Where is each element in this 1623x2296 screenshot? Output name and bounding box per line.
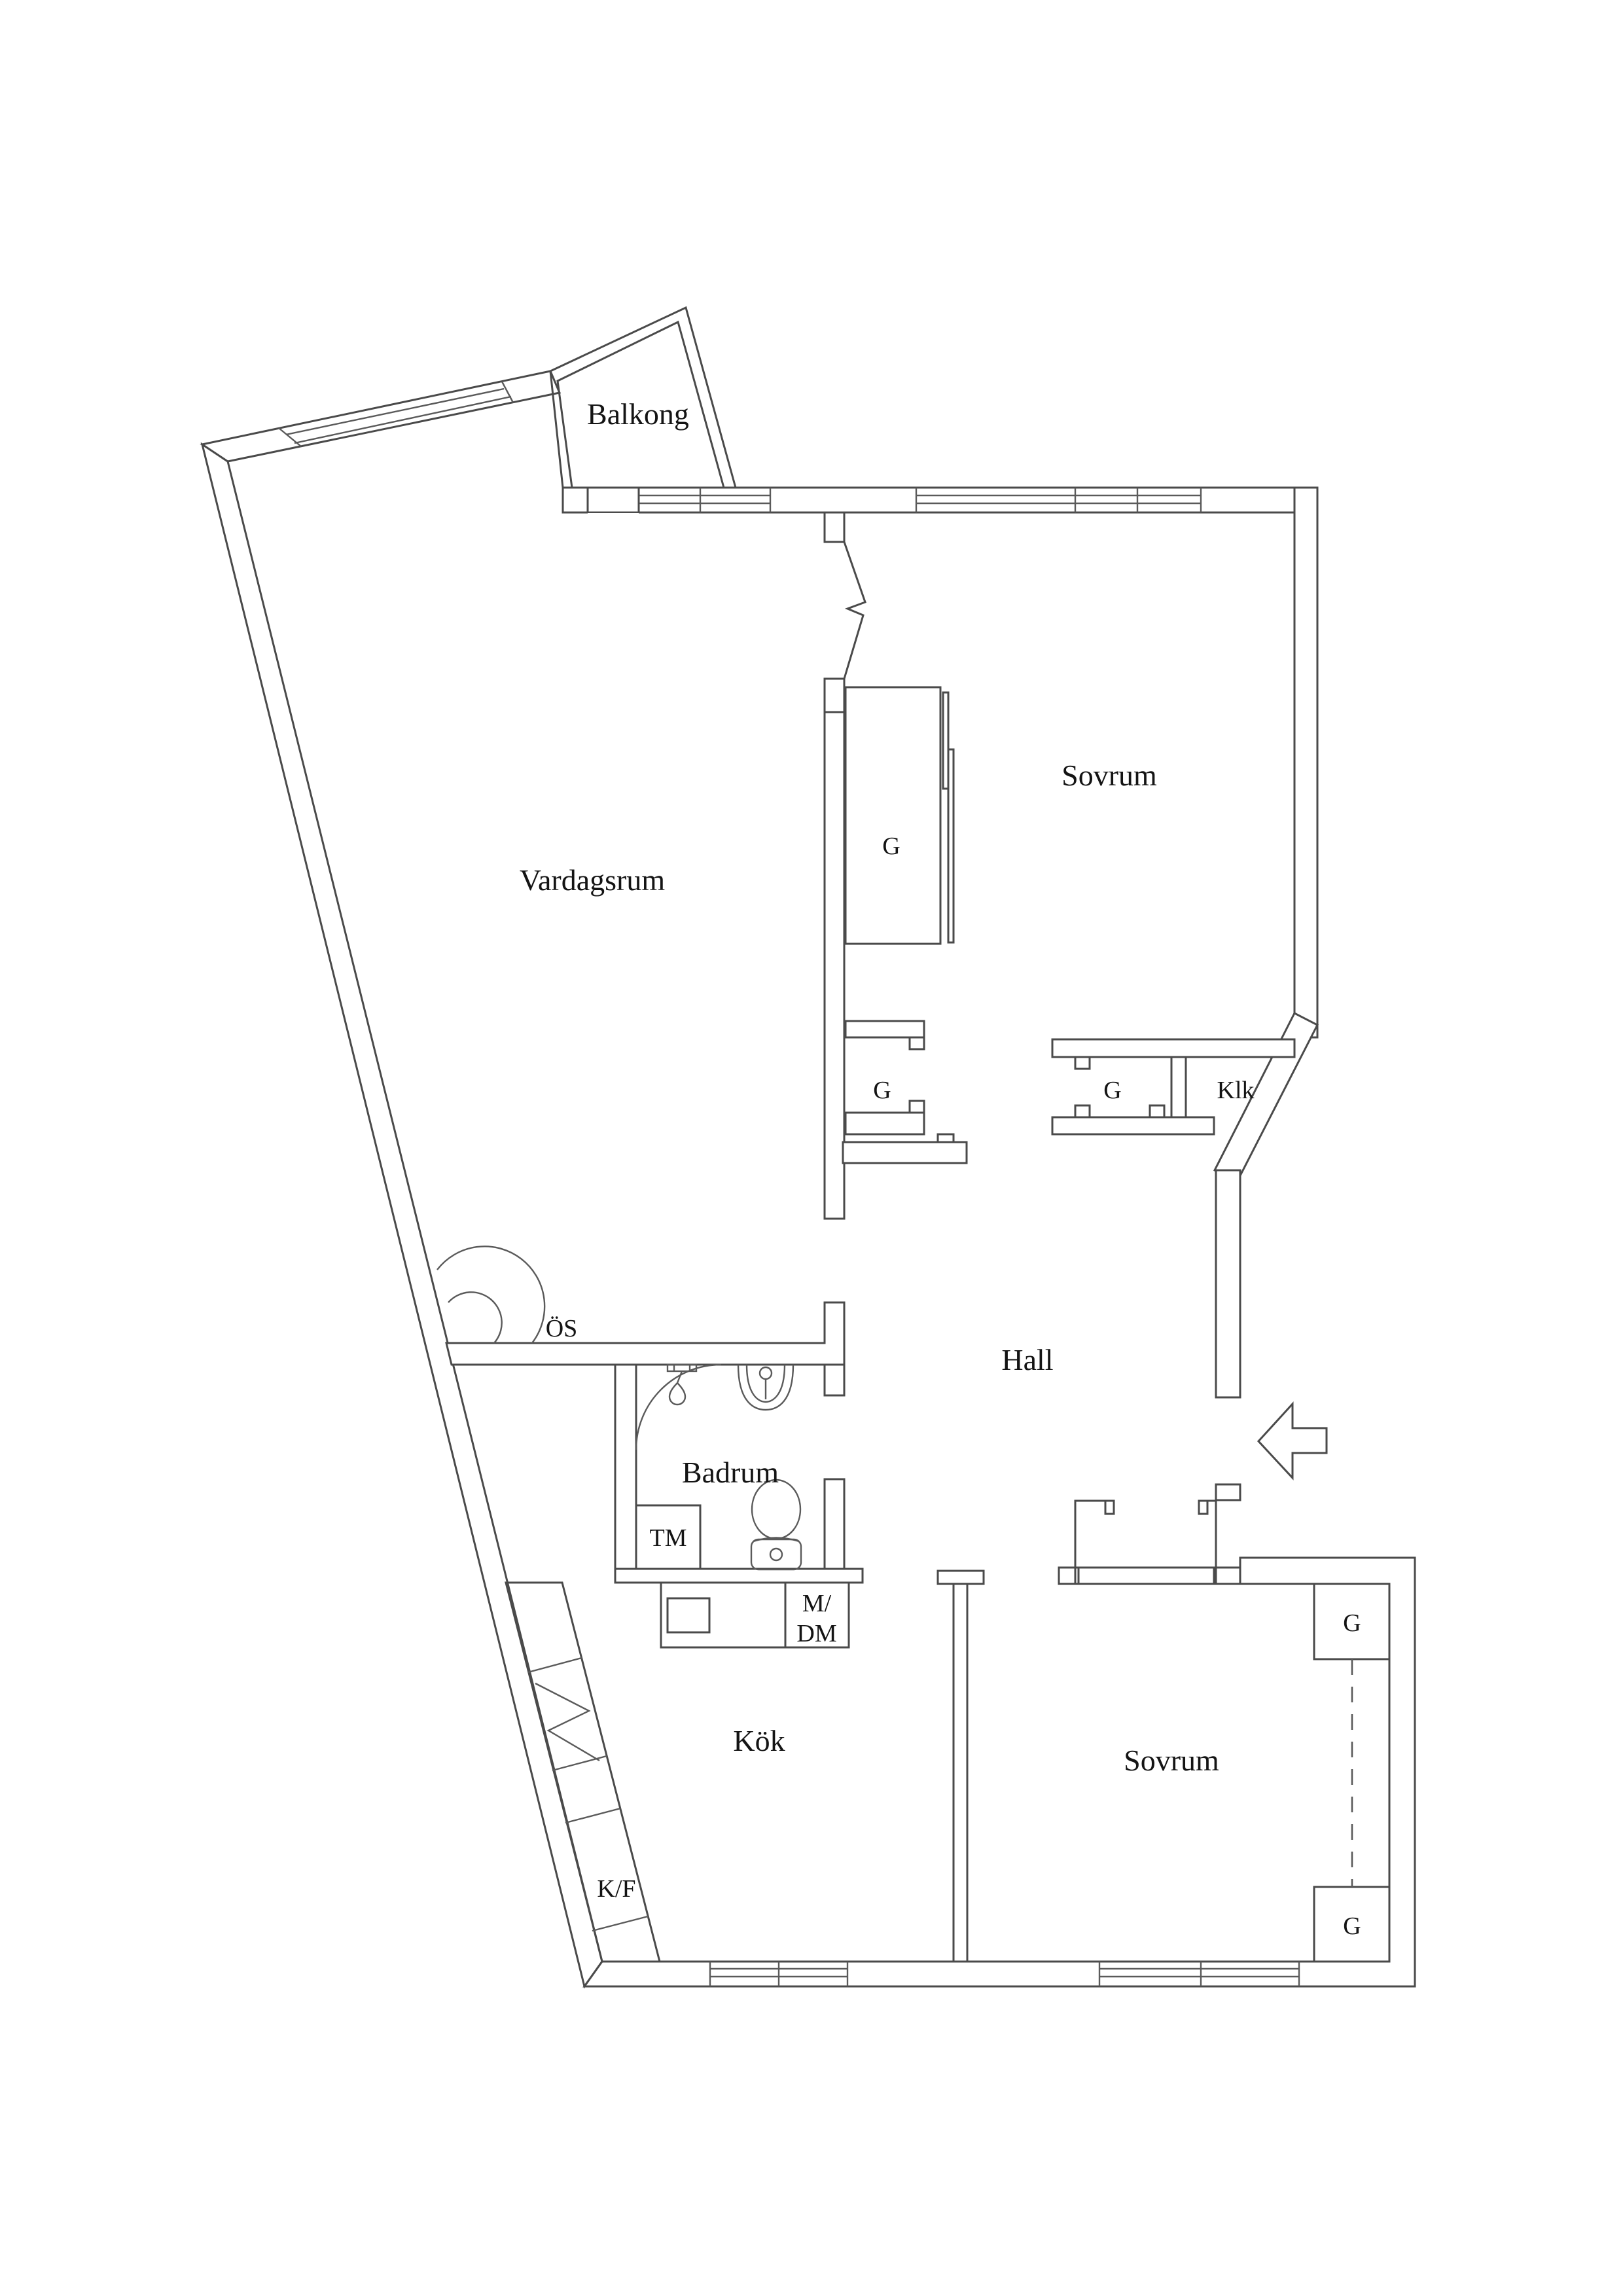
wardrobe-g (844, 686, 942, 945)
closet-label-g-wardrobe: G (882, 833, 900, 860)
wall-column-stub-top (823, 511, 846, 543)
balcony-door-gap (588, 489, 639, 511)
fixture-label-tm: TM (650, 1524, 687, 1552)
closet-label-g-left: G (873, 1077, 891, 1104)
wall-entry-lower (1215, 1483, 1241, 1501)
entrance-arrow-icon (1257, 1401, 1328, 1480)
wardrobe-sliding-doors (942, 691, 955, 944)
closet-g-hall (1074, 1499, 1217, 1585)
room-label-sovrum-top: Sovrum (1061, 759, 1157, 792)
wall-kok-divider-cap (936, 1570, 985, 1585)
shower-icon (635, 1363, 722, 1450)
kitchen-counter-diagonal (505, 1581, 661, 1963)
window-top-near-balcony (639, 488, 772, 512)
closet-label-klk: Klk (1217, 1077, 1255, 1104)
wall-badrum-west (614, 1363, 637, 1570)
wall-badrum-east-upper (823, 1363, 846, 1397)
wall-topleft-diagonal (200, 370, 562, 463)
wall-sovrum-north-b (1213, 1566, 1241, 1585)
wall-west-diagonal (200, 442, 603, 1989)
fireplace-icon (437, 1246, 546, 1344)
fixture-label-m: M/ (802, 1590, 832, 1617)
window-bottom-sovrum (1098, 1962, 1300, 1986)
room-label-hall: Hall (1001, 1343, 1053, 1376)
window-bottom-kok (709, 1962, 849, 1986)
fixture-label-os: ÖS (546, 1315, 578, 1342)
room-label-kok: Kök (733, 1724, 785, 1757)
wall-column-main (823, 711, 846, 1220)
closet-label-g-upper-right: G (1343, 1609, 1361, 1637)
window-topleft-diagonal (278, 381, 514, 447)
fixture-label-kf: K/F (597, 1875, 635, 1903)
closet-label-g-mid: G (1103, 1077, 1121, 1104)
wall-entry-upper (1215, 1169, 1241, 1399)
closet-label-g-lower-right: G (1343, 1912, 1361, 1940)
toilet-icon (750, 1479, 802, 1571)
balcony-door-jambs (586, 488, 640, 512)
balcony-door-opening (588, 513, 639, 515)
wall-hall-north-notch (936, 1133, 955, 1143)
room-label-balkong: Balkong (587, 397, 689, 431)
room-label-badrum: Badrum (682, 1456, 779, 1489)
closet-g-klk-group (1051, 1038, 1296, 1136)
room-label-vardagsrum: Vardagsrum (520, 863, 665, 897)
stove-zigzag (535, 1682, 600, 1762)
sliding-opening-zigzag (843, 541, 866, 679)
wall-badrum-south (614, 1568, 864, 1584)
room-label-sovrum-bottom: Sovrum (1124, 1744, 1219, 1777)
sink-icon (737, 1364, 794, 1411)
kitchen-counter (660, 1581, 850, 1649)
wall-vardagsrum-south (445, 1301, 846, 1366)
washing-machine (635, 1504, 702, 1570)
wall-right (1293, 486, 1319, 1039)
wall-column-stub-mid (823, 677, 846, 713)
closet-g-left (844, 1020, 925, 1136)
fixture-label-dm: DM (796, 1620, 836, 1647)
window-top-sovrum (915, 488, 1202, 512)
wall-badrum-east-lower (823, 1478, 846, 1570)
wall-top (562, 486, 1319, 514)
wall-hall-north (842, 1141, 968, 1164)
wall-kok-divider (952, 1583, 969, 1963)
